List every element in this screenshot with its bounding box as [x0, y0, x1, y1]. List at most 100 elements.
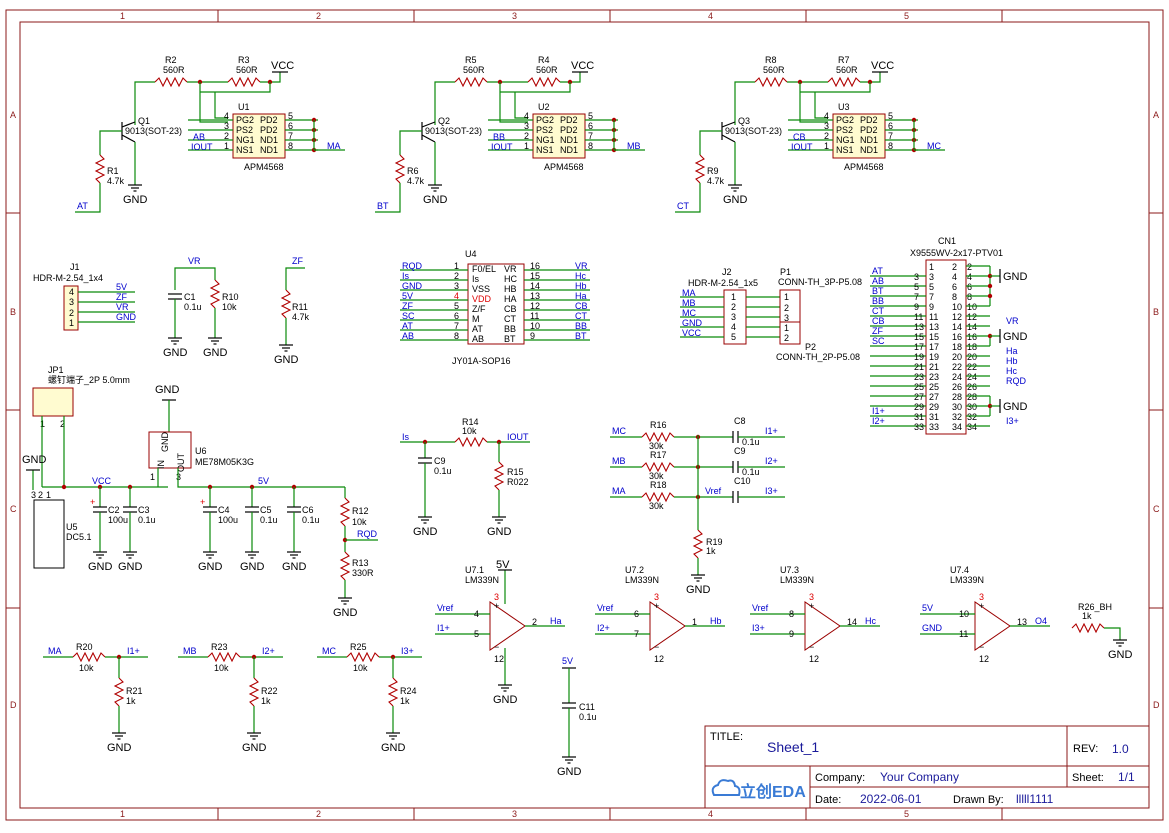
pin-number: 2 [952, 262, 957, 272]
net-label: CT [872, 306, 884, 316]
title-label: TITLE: [710, 731, 743, 743]
resistor [641, 431, 675, 443]
border-inner [19, 21, 1150, 809]
svg-text:GND: GND [155, 384, 180, 396]
svg-text:5V: 5V [258, 476, 269, 486]
resistor [754, 76, 788, 88]
wire [134, 81, 155, 125]
svg-text:4: 4 [69, 287, 74, 297]
transistor-part: 9013(SOT-23) [725, 126, 782, 136]
pin-number: 4 [224, 111, 229, 121]
net-label-in: CT [677, 201, 689, 211]
gnd-label: GND [423, 194, 448, 206]
grid-col-label: 2 [316, 809, 321, 819]
cap-value: 0.1u [302, 515, 320, 525]
pin-name: PG2 [236, 115, 254, 125]
cap-ref: C6 [302, 505, 314, 515]
net-label: RQD [1006, 376, 1027, 386]
comparator-part: LM339N [625, 575, 659, 585]
net-label: MC [682, 308, 696, 318]
wire [734, 81, 755, 125]
wire [814, 92, 828, 119]
net-label-iout: IOUT [191, 142, 213, 152]
zf-resistor: ZF R11 4.7k [280, 256, 310, 345]
net-label: I2+ [262, 646, 275, 656]
svg-text:R13: R13 [352, 558, 369, 568]
net-label: AB [872, 276, 884, 286]
svg-text:2: 2 [38, 490, 43, 500]
pin-number: 5 [588, 111, 593, 121]
resistor-value: 10k [79, 663, 94, 673]
comparator-part: LM339N [465, 575, 499, 585]
resistor [248, 677, 260, 707]
pin-number: 22 [952, 362, 962, 372]
resistor-value: 30k [649, 501, 664, 511]
gnd-label: GND [118, 561, 143, 573]
svg-text:0.1u: 0.1u [184, 302, 202, 312]
pin-number: 12 [494, 654, 504, 664]
grid-row-label: B [1153, 307, 1159, 317]
gnd-label: GND [242, 742, 267, 754]
pin-number: 33 [914, 422, 924, 432]
minus-mark: − [494, 642, 499, 652]
pin-number: 2 [967, 262, 972, 272]
pin-number: 10 [959, 609, 969, 619]
gnd-label: GND [88, 561, 113, 573]
ic-ref: U1 [238, 102, 250, 112]
pin-name: Is [472, 274, 480, 284]
pin-number: 6 [454, 311, 459, 321]
net-label: ZF [402, 301, 413, 311]
resistor-ref: R20 [76, 642, 93, 652]
gnd-symbol: GND [88, 551, 113, 573]
pin-number: 13 [1017, 617, 1027, 627]
wire [375, 183, 401, 213]
pin-number: 1 [454, 261, 459, 271]
pin-number: 2 [454, 271, 459, 281]
gnd-label: GND [493, 694, 518, 706]
svg-text:ZF: ZF [292, 256, 303, 266]
pin-number: 9 [530, 331, 535, 341]
net-label: MC [612, 426, 626, 436]
resistor-ref: R24 [400, 686, 417, 696]
gnd-label: GND [413, 526, 438, 538]
resistor-ref: R5 [465, 55, 477, 65]
net-label: ZF [872, 326, 883, 336]
resistor-ref: R4 [538, 55, 550, 65]
resistor-ref: R18 [650, 480, 667, 490]
resistor-ref: R3 [238, 55, 250, 65]
pin-number: 6 [967, 282, 972, 292]
drawn-label: Drawn By: [953, 794, 1004, 806]
resistor [94, 154, 106, 184]
wire [199, 82, 228, 123]
pin-number: 17 [914, 342, 924, 352]
net-label-sel: AB [193, 132, 205, 142]
pin-name: PD2 [260, 125, 278, 135]
wire [260, 72, 281, 83]
pin-number: 20 [952, 352, 962, 362]
net-label: Ha [1006, 346, 1018, 356]
pin-number: 3 [929, 272, 934, 282]
ic-part: APM4568 [244, 162, 284, 172]
pin-number: 24 [952, 372, 962, 382]
resistor [394, 154, 406, 184]
pin-number: 7 [588, 131, 593, 141]
pin-name: ND1 [260, 135, 278, 145]
v5-label: 5V [496, 559, 510, 571]
comparator-body [804, 601, 841, 651]
pin-name: ND1 [860, 135, 878, 145]
junction-dot [987, 293, 993, 299]
net-label: I1+ [437, 623, 450, 633]
pin-number: 26 [967, 382, 977, 392]
drawn-value: lllll1111 [1016, 792, 1054, 806]
gnd-symbol: GND [381, 732, 406, 754]
svg-text:HDR-M-2.54_1x5: HDR-M-2.54_1x5 [688, 278, 758, 288]
connector-j1: J1 HDR-M-2.54_1x4 4 3 2 1 5V ZF VR GND [33, 262, 137, 331]
pin-number: 7 [634, 629, 639, 639]
pin-number: 1 [224, 141, 229, 151]
svg-text:5V: 5V [562, 656, 573, 666]
svg-text:R11: R11 [292, 302, 308, 312]
net-label-sel: CB [793, 132, 806, 142]
